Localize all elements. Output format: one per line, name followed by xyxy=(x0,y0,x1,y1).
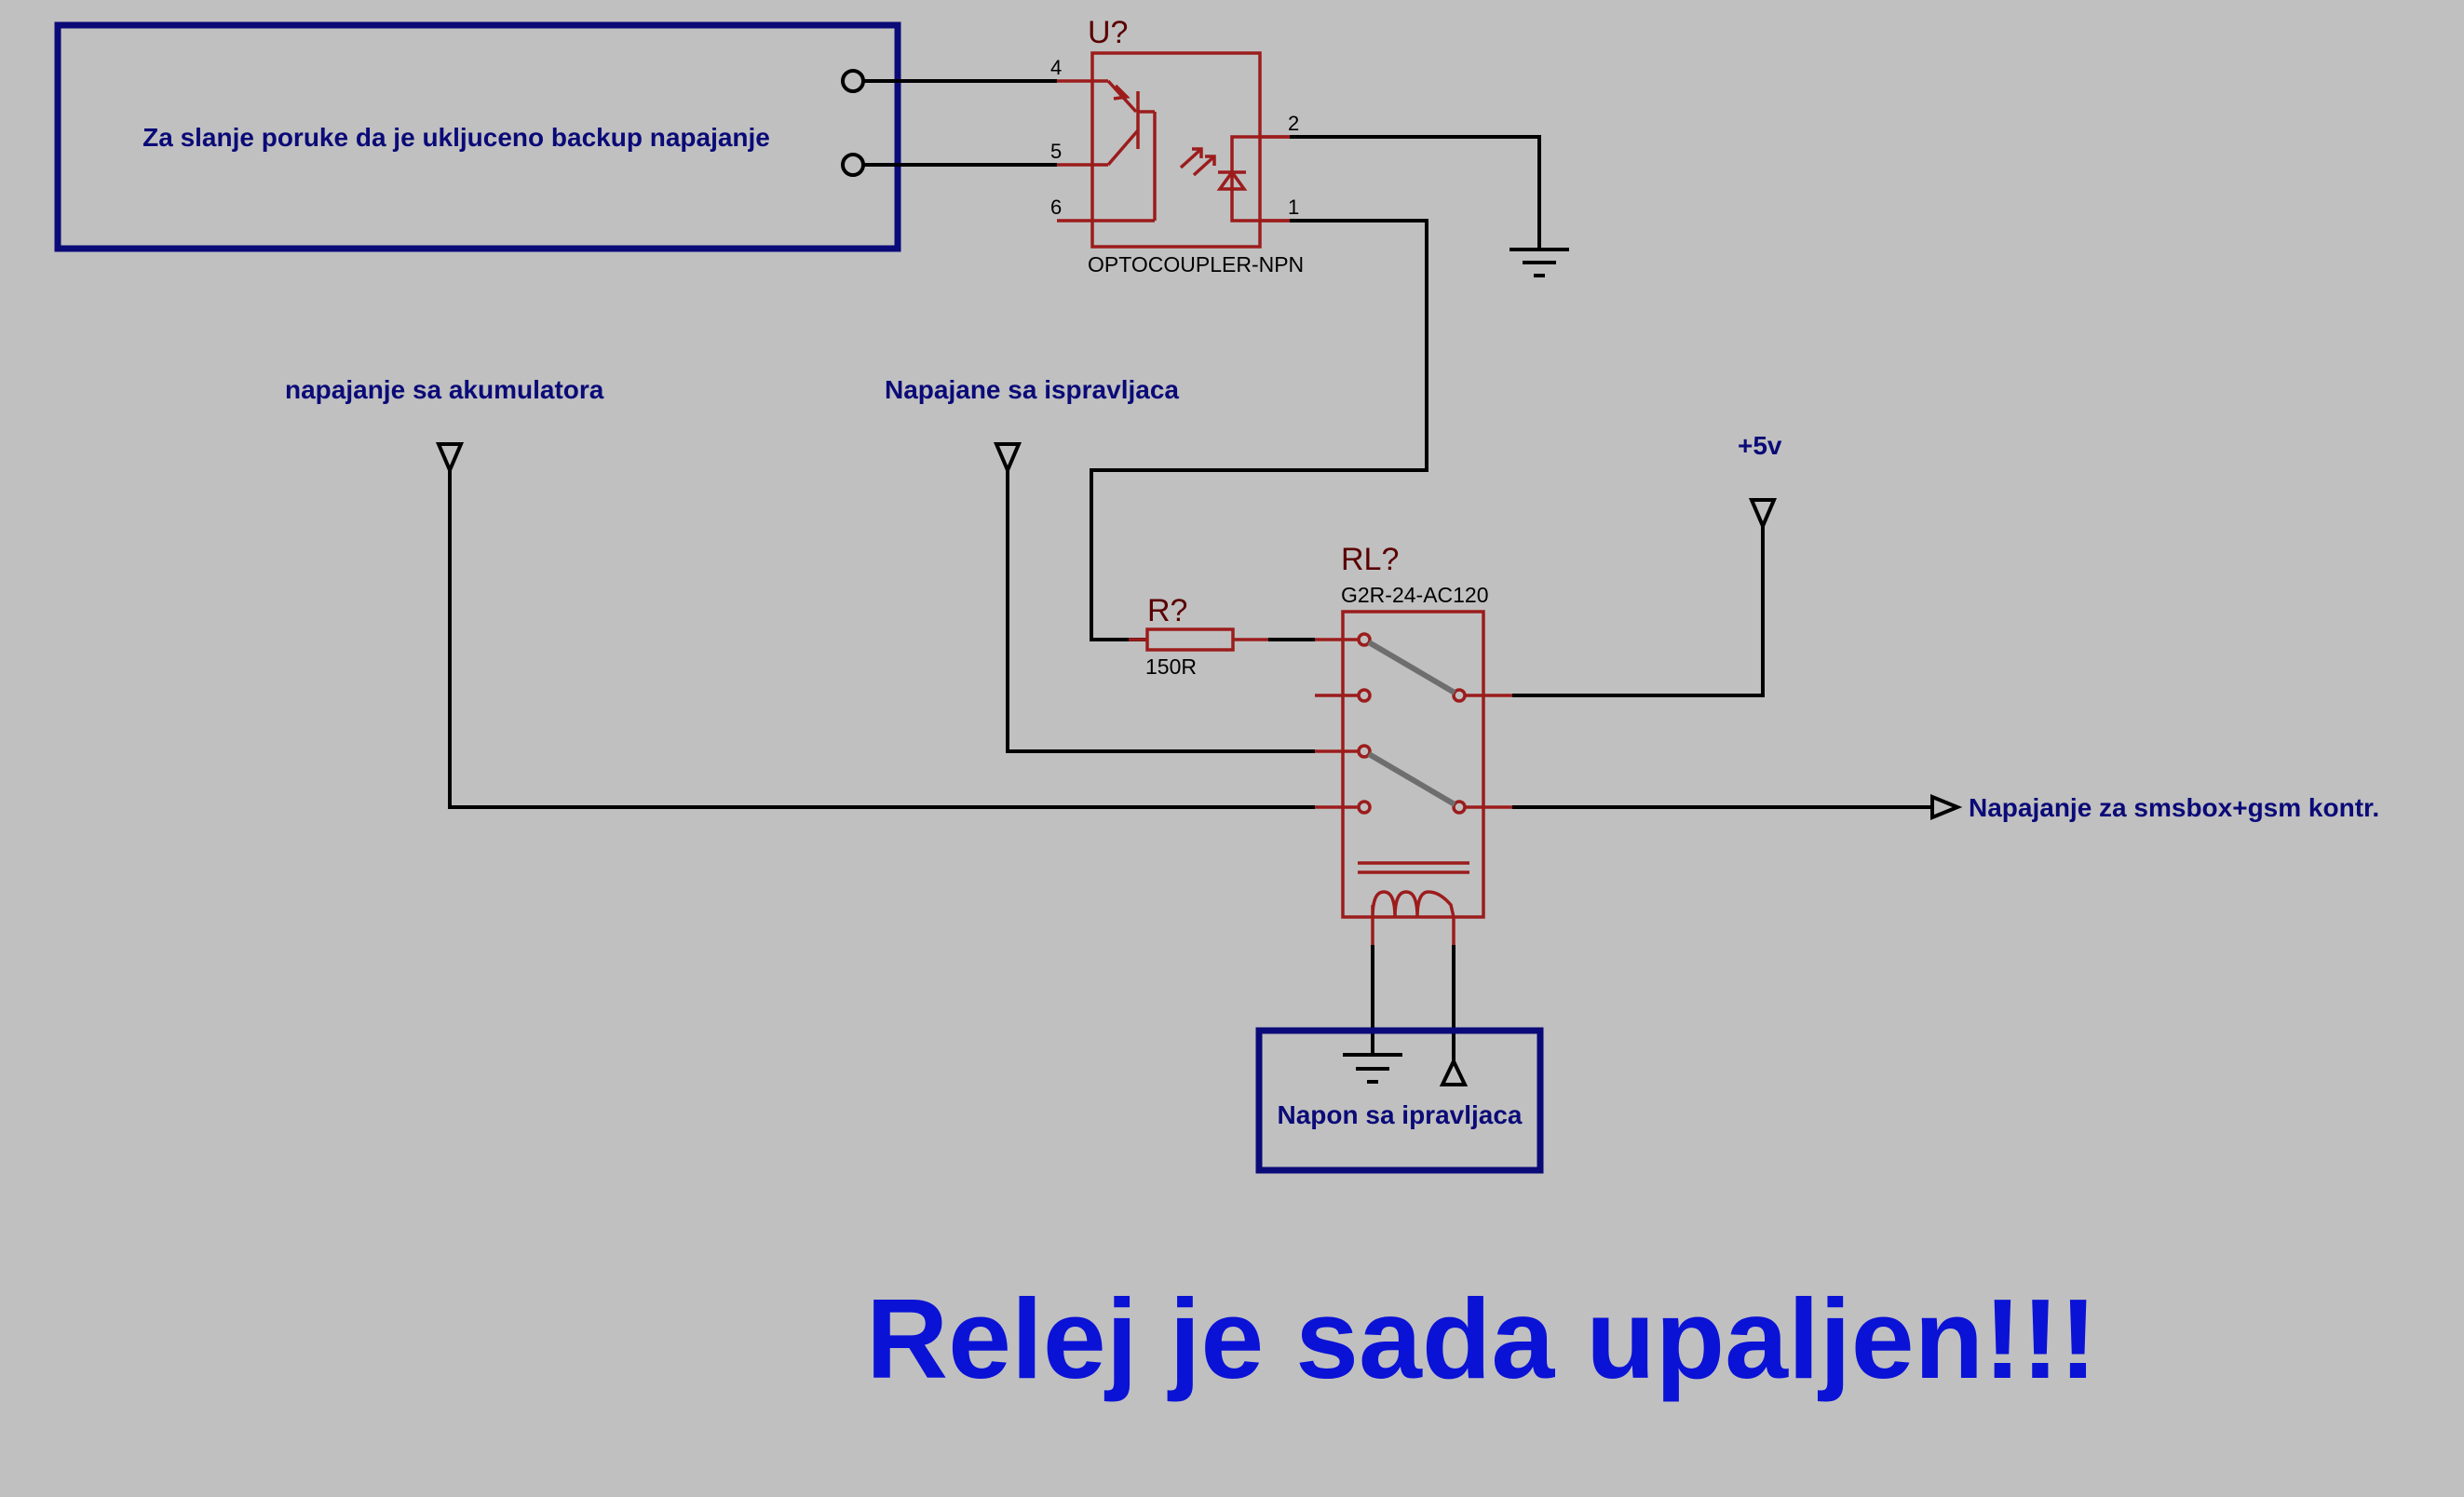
supply-arrow-icon xyxy=(1439,1057,1469,1086)
rectifier-label: Napajane sa ispravljaca xyxy=(885,375,1179,404)
battery-label: napajanje sa akumulatora xyxy=(285,375,604,404)
optocoupler-value: OPTOCOUPLER-NPN xyxy=(1088,252,1304,276)
switch-blade-bottom xyxy=(1367,751,1456,807)
terminal-circle-bottom[interactable] xyxy=(841,153,865,177)
switch-blade-top xyxy=(1367,640,1456,695)
pin-5: 5 xyxy=(1050,140,1062,163)
relay-body xyxy=(1341,610,1485,919)
resistor[interactable]: R? 150R xyxy=(1129,593,1268,679)
ground-symbol-top xyxy=(1510,248,1569,277)
wire-pin2-ground xyxy=(1290,135,1541,250)
plus5v-label: +5v xyxy=(1738,431,1782,460)
message-block xyxy=(54,21,901,252)
plus5v-terminal-icon[interactable] xyxy=(1748,498,1778,532)
resistor-value: 150R xyxy=(1145,654,1197,679)
terminal-circle-top[interactable] xyxy=(841,69,865,93)
pin-4: 4 xyxy=(1050,56,1062,79)
wire-pin1-resistor xyxy=(1090,219,1428,641)
pin-2: 2 xyxy=(1288,112,1299,135)
pin-6: 6 xyxy=(1050,196,1062,219)
voltage-block-label: Napon sa ipravljaca xyxy=(1277,1100,1522,1129)
wire-battery xyxy=(448,470,1315,809)
pin-1: 1 xyxy=(1288,196,1299,219)
status-message: Relej je sada upaljen!!! xyxy=(866,1275,2097,1402)
relay-coil xyxy=(1371,890,1455,918)
optocoupler-ref: U? xyxy=(1088,15,1128,50)
message-block-label: Za slanje poruke da je ukljuceno backup … xyxy=(142,123,770,152)
ground-symbol-bottom xyxy=(1343,1053,1402,1084)
wire-plus5v xyxy=(1512,526,1765,697)
optocoupler-body xyxy=(1090,51,1262,249)
optocoupler[interactable]: U? 4 5 6 2 1 OPTOCOUPLER-NPN xyxy=(1050,15,1304,276)
wire-rectifier xyxy=(1006,470,1315,753)
relay[interactable]: RL? G2R-24-AC120 xyxy=(1315,542,1512,945)
output-terminal-icon[interactable] xyxy=(1930,794,1963,820)
relay-value: G2R-24-AC120 xyxy=(1341,583,1489,607)
battery-terminal-icon[interactable] xyxy=(435,442,465,476)
output-label: Napajanje za smsbox+gsm kontr. xyxy=(1969,793,2379,822)
rectifier-terminal-icon[interactable] xyxy=(993,442,1022,476)
voltage-block xyxy=(1255,1027,1544,1174)
relay-ref: RL? xyxy=(1341,542,1399,577)
resistor-ref: R? xyxy=(1147,593,1187,628)
